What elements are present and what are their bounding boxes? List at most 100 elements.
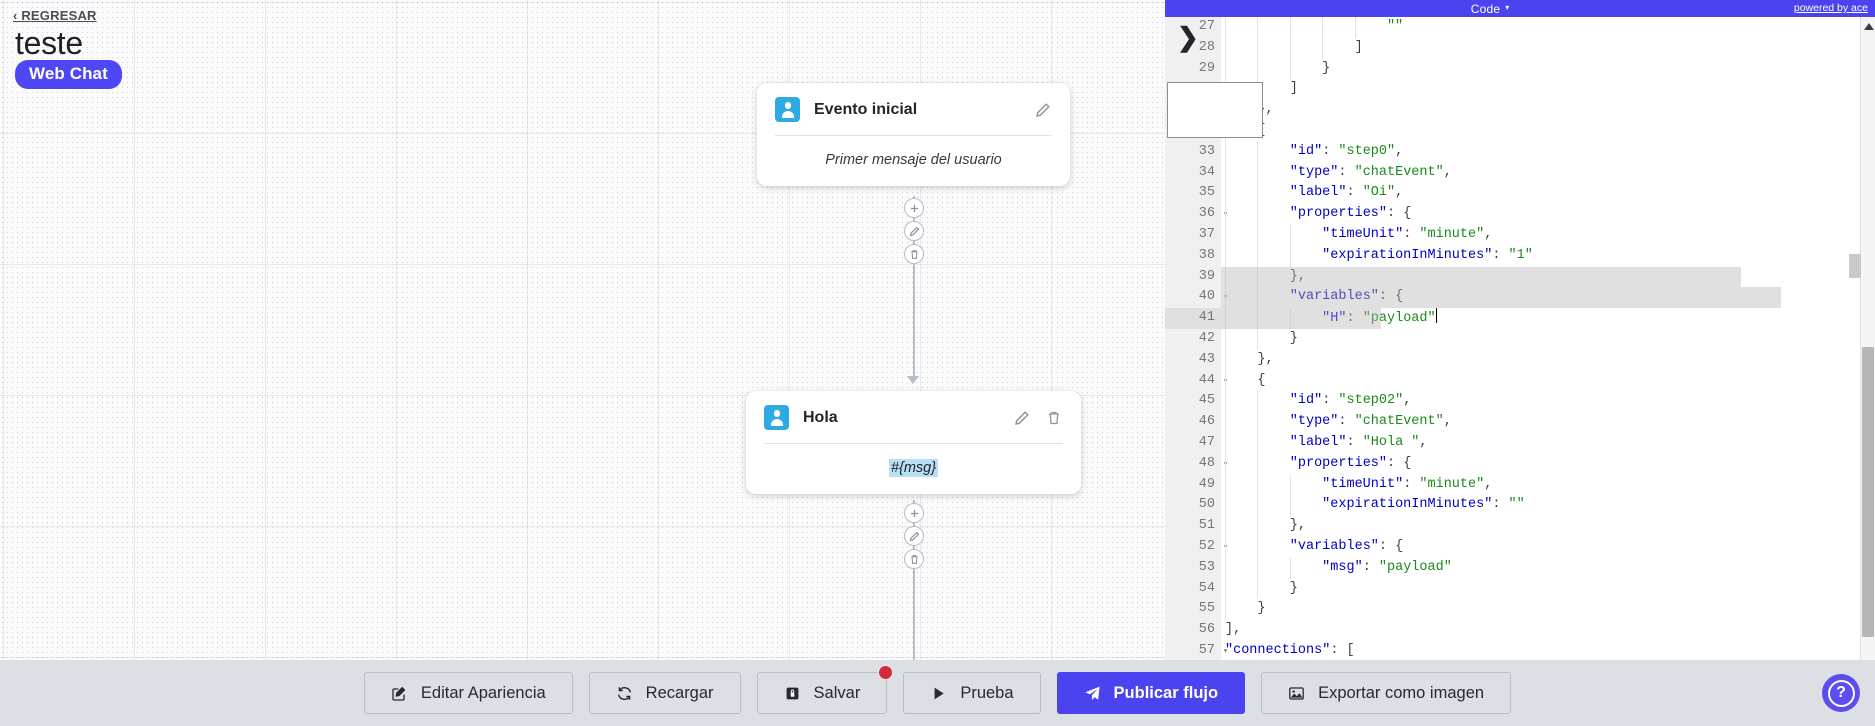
fold-indicator-box[interactable] (1166, 82, 1263, 138)
line-number: 57▾ (1165, 640, 1228, 660)
help-button[interactable]: ? (1822, 674, 1860, 712)
code-line-text[interactable]: "type": "chatEvent", (1221, 162, 1875, 184)
toolbar-button-salvar[interactable]: Salvar (756, 665, 894, 714)
code-line-text[interactable]: "properties": { (1221, 204, 1875, 225)
code-line[interactable]: 39}, (1165, 266, 1875, 288)
code-line-text[interactable]: }, (1221, 100, 1875, 121)
code-line-text[interactable]: ] (1221, 79, 1875, 101)
trash-icon[interactable] (904, 244, 924, 264)
code-line[interactable]: 30] (1165, 79, 1875, 101)
code-line[interactable]: 52▾"variables": { (1165, 536, 1875, 558)
code-line-text[interactable]: { (1221, 370, 1875, 392)
code-line[interactable]: 28] (1165, 37, 1875, 59)
code-line-text[interactable]: "expirationInMinutes": "" (1221, 495, 1875, 517)
code-line[interactable]: 33"id": "step0", (1165, 141, 1875, 163)
code-line[interactable]: 36▾"properties": { (1165, 204, 1875, 225)
pencil-icon[interactable] (1013, 409, 1031, 427)
code-line-text[interactable]: } (1221, 599, 1875, 621)
code-line-text[interactable]: "timeUnit": "minute", (1221, 224, 1875, 246)
code-line[interactable]: 37"timeUnit": "minute", (1165, 224, 1875, 246)
toolbar-button-editar-apariencia[interactable]: Editar Apariencia (363, 672, 573, 714)
pencil-icon[interactable] (1034, 101, 1052, 119)
flow-canvas[interactable]: ‹ REGRESAR teste Web Chat Evento inicial… (0, 0, 1165, 660)
code-line-text[interactable]: "connections": [ (1221, 641, 1875, 660)
pencil-icon[interactable] (904, 221, 924, 241)
code-line-text[interactable]: "variables": { (1221, 287, 1875, 309)
code-line[interactable]: 55} (1165, 599, 1875, 621)
code-line-text[interactable]: }, (1221, 266, 1875, 288)
code-line[interactable]: 41"H": "payload" (1165, 308, 1875, 329)
trash-icon[interactable] (1045, 409, 1063, 427)
toolbar-button-prueba[interactable]: Prueba (903, 672, 1041, 714)
scrollbar-thumb[interactable] (1862, 347, 1874, 637)
powered-by-link[interactable]: powered by ace (1793, 2, 1868, 14)
code-line[interactable]: 40▾"variables": { (1165, 287, 1875, 309)
code-line-text[interactable]: "label": "Hola ", (1221, 432, 1875, 454)
code-line[interactable]: 57▾"connections": [ (1165, 640, 1875, 660)
node-actions-1[interactable] (904, 198, 924, 264)
code-line-text[interactable]: "H": "payload" (1221, 308, 1875, 329)
code-line[interactable]: 35"label": "Oi", (1165, 183, 1875, 205)
code-line[interactable]: 53"msg": "payload" (1165, 557, 1875, 579)
code-line[interactable]: 38"expirationInMinutes": "1" (1165, 245, 1875, 267)
editor-scrollbar[interactable] (1849, 17, 1875, 660)
code-line[interactable]: 32▾{ (1165, 120, 1875, 142)
fold-caret-icon[interactable]: ▾ (1223, 646, 1228, 656)
code-line-text[interactable]: } (1221, 58, 1875, 80)
code-line-text[interactable]: "label": "Oi", (1221, 183, 1875, 205)
plus-icon[interactable] (904, 198, 924, 218)
chevron-down-icon[interactable]: ▾ (1505, 3, 1510, 12)
code-line[interactable]: 43}, (1165, 349, 1875, 371)
code-line-text[interactable]: ] (1221, 37, 1875, 59)
code-line[interactable]: 56], (1165, 620, 1875, 641)
code-line-text[interactable]: }, (1221, 516, 1875, 537)
scroll-up-arrow-icon[interactable] (1864, 23, 1874, 30)
code-line[interactable]: 48▾"properties": { (1165, 453, 1875, 475)
code-line[interactable]: 27"" (1165, 17, 1875, 38)
code-line[interactable]: 45"id": "step02", (1165, 391, 1875, 413)
flow-node-evento-inicial[interactable]: Evento inicial Primer mensaje del usuari… (757, 83, 1070, 186)
code-line-text[interactable]: "msg": "payload" (1221, 557, 1875, 579)
code-line-text[interactable]: } (1221, 578, 1875, 600)
code-line-text[interactable]: }, (1221, 349, 1875, 371)
chevron-right-icon[interactable]: ❯ (1177, 22, 1199, 52)
selection-highlight (1221, 308, 1381, 329)
code-line[interactable]: 54} (1165, 578, 1875, 600)
code-line[interactable]: 44▾{ (1165, 370, 1875, 392)
node-actions-2[interactable] (904, 503, 924, 569)
toolbar-button-publicar-flujo[interactable]: Publicar flujo (1056, 672, 1246, 714)
code-token: "msg" (1322, 559, 1363, 575)
back-link[interactable]: ‹ REGRESAR (13, 8, 97, 23)
code-line[interactable]: 31}, (1165, 100, 1875, 121)
node-body-text: Primer mensaje del usuario (825, 152, 1002, 168)
code-token: "type" (1289, 414, 1339, 430)
code-line-text[interactable]: ], (1221, 620, 1875, 641)
code-line[interactable]: 49"timeUnit": "minute", (1165, 474, 1875, 496)
code-line[interactable]: 46"type": "chatEvent", (1165, 412, 1875, 433)
code-line-text[interactable]: "type": "chatEvent", (1221, 412, 1875, 433)
code-line-text[interactable]: "expirationInMinutes": "1" (1221, 245, 1875, 267)
trash-icon[interactable] (904, 549, 924, 569)
flow-node-hola[interactable]: Hola #{msg} (746, 391, 1081, 494)
code-line-text[interactable]: "id": "step02", (1221, 391, 1875, 413)
code-content[interactable]: 27""28]29}30]31},32▾{33"id": "step0",34"… (1165, 17, 1875, 660)
code-editor-panel[interactable]: Code ▾ powered by ace 27""28]29}30]31},3… (1165, 0, 1875, 660)
code-line-text[interactable]: "id": "step0", (1221, 141, 1875, 163)
pencil-icon[interactable] (904, 526, 924, 546)
code-line-text[interactable]: "properties": { (1221, 453, 1875, 475)
code-line-text[interactable]: { (1221, 120, 1875, 142)
code-line-text[interactable]: "variables": { (1221, 536, 1875, 558)
code-line[interactable]: 34"type": "chatEvent", (1165, 162, 1875, 184)
code-line[interactable]: 51}, (1165, 516, 1875, 537)
code-line[interactable]: 47"label": "Hola ", (1165, 432, 1875, 454)
editor-title[interactable]: Code (1470, 1, 1501, 16)
plus-icon[interactable] (904, 503, 924, 523)
toolbar-button-exportar-como-imagen[interactable]: Exportar como imagen (1261, 672, 1512, 714)
toolbar-button-recargar[interactable]: Recargar (588, 672, 741, 714)
code-line[interactable]: 50"expirationInMinutes": "" (1165, 495, 1875, 517)
code-line-text[interactable]: } (1221, 328, 1875, 350)
code-line-text[interactable]: "" (1221, 17, 1875, 38)
code-line-text[interactable]: "timeUnit": "minute", (1221, 474, 1875, 496)
code-line[interactable]: 29} (1165, 58, 1875, 80)
code-line[interactable]: 42} (1165, 328, 1875, 350)
